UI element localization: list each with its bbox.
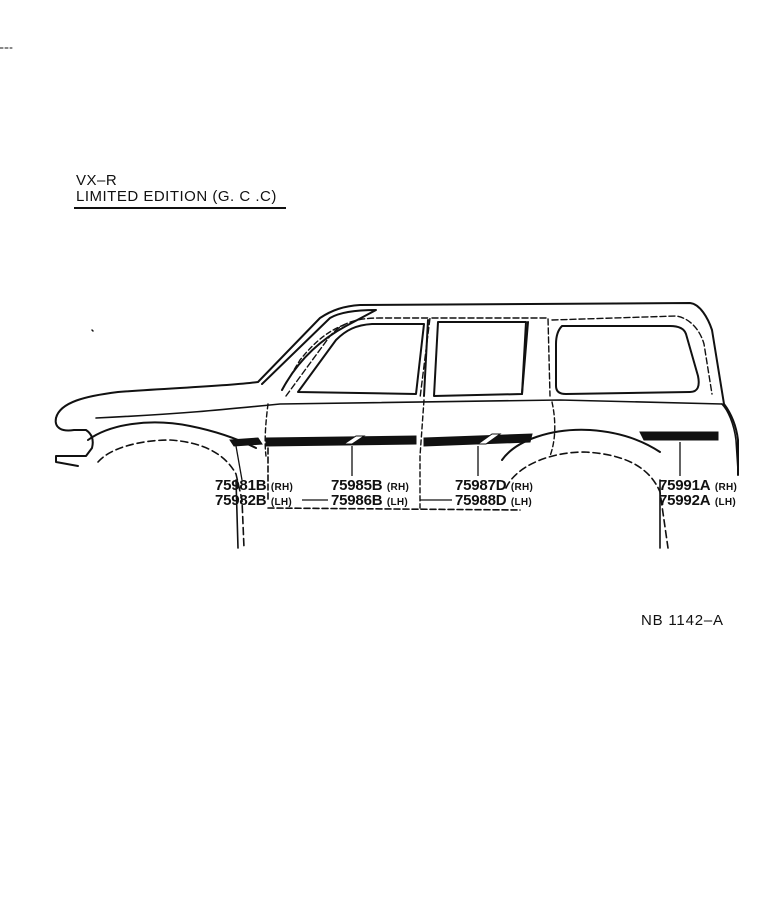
rear-door-frame — [431, 317, 551, 397]
stripe-front-door — [265, 435, 417, 447]
callout-75986b: 75986B (LH) — [331, 492, 408, 510]
side-label-lh: (LH) — [510, 497, 533, 508]
stripe-quarter — [639, 431, 719, 441]
rear-door-gap — [549, 401, 556, 457]
rear-tail-area — [721, 403, 739, 471]
stripe-front-fender — [229, 437, 263, 447]
b-pillar — [423, 319, 429, 397]
side-label-rh: (RH) — [386, 482, 410, 493]
front-door-gap — [264, 403, 269, 457]
front-fender-lower — [235, 479, 239, 549]
rocker-line — [267, 447, 521, 511]
c-pillar — [521, 321, 529, 395]
vehicle-body-outline — [55, 302, 739, 476]
front-fascia — [54, 417, 94, 467]
figure-code: NB 1142–A — [641, 612, 724, 629]
leader-lines — [235, 442, 681, 501]
callout-75991a: 75991A (RH) — [659, 477, 737, 495]
stripe-front-door-chevron — [342, 435, 366, 445]
side-label-rh: (RH) — [270, 482, 294, 493]
side-label-lh: (LH) — [714, 497, 737, 508]
center-door-gap — [419, 399, 425, 509]
callout-75981b: 75981B (RH) — [215, 477, 293, 495]
variant-heading: VX–R — [76, 172, 118, 189]
callout-75985b: 75985B (RH) — [331, 477, 409, 495]
part-number-rh: 75981B — [215, 477, 267, 494]
rear-door-window — [433, 321, 527, 397]
leader-75981b — [235, 445, 243, 481]
part-number-lh: 75988D — [455, 492, 507, 509]
stripe-rear-door-chevron — [476, 433, 502, 445]
quarter-window — [555, 325, 700, 395]
front-wheel-opening — [97, 439, 245, 549]
edition-heading: LIMITED EDITION (G. C .C) — [76, 188, 277, 205]
front-wheel-arch — [87, 421, 257, 449]
heading-underline — [74, 207, 286, 209]
callout-75992a: 75992A (LH) — [659, 492, 736, 510]
rear-wheel-opening — [505, 451, 669, 549]
belt-line — [95, 399, 723, 419]
part-number-lh: 75992A — [659, 492, 711, 509]
part-number-lh: 75986B — [331, 492, 383, 509]
side-label-lh: (LH) — [386, 497, 409, 508]
part-number-lh: 75982B — [215, 492, 267, 509]
part-number-rh: 75985B — [331, 477, 383, 494]
part-number-rh: 75987D — [455, 477, 507, 494]
part-number-rh: 75991A — [659, 477, 711, 494]
quarter-window-outer — [551, 315, 713, 395]
windshield — [261, 309, 377, 391]
side-label-rh: (RH) — [510, 482, 534, 493]
rear-wheel-arch — [501, 428, 661, 461]
dot-mark — [91, 329, 94, 332]
side-label-rh: (RH) — [714, 482, 738, 493]
callout-75988d: 75988D (LH) — [455, 492, 532, 510]
callout-75987d: 75987D (RH) — [455, 477, 533, 495]
front-door-window — [297, 323, 425, 395]
side-label-lh: (LH) — [270, 497, 293, 508]
stripe-decals — [229, 431, 719, 447]
callout-75982b: 75982B (LH) — [215, 492, 292, 510]
a-pillar-dashed — [281, 323, 347, 391]
front-door-frame — [285, 317, 431, 399]
